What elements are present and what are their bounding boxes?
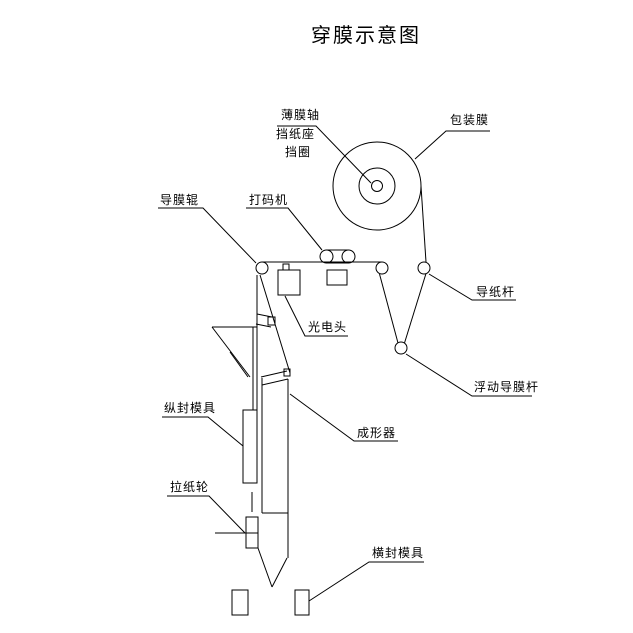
leader-film-guide-roller <box>158 207 257 264</box>
label-former: 成形器 <box>357 426 397 440</box>
label-photoelectric-head: 光电头 <box>308 320 348 334</box>
film-guide-roller-circle <box>255 261 269 275</box>
former-lower-band-clamp <box>283 368 291 377</box>
leader-paper-pull-wheel <box>167 495 246 534</box>
former-wing-inner-diagonal <box>229 351 249 378</box>
floating-film-guide-rod-circle <box>394 341 408 355</box>
photoelectric-head-body <box>277 269 301 296</box>
former-lower-band-top <box>260 370 288 378</box>
leader-former <box>289 393 398 442</box>
film-roll-outer-circle <box>332 141 422 231</box>
leader-photoelectric-head <box>284 295 348 337</box>
leader-lines <box>158 125 532 602</box>
label-paper-pull-wheel: 拉纸轮 <box>170 480 210 494</box>
bag-tip-left <box>257 547 273 588</box>
horizontal-seal-mold-right-block <box>294 589 310 616</box>
leader-film-shaft <box>277 125 372 184</box>
label-paper-guide-rod: 导纸杆 <box>476 285 516 299</box>
former-upper-band-clamp <box>267 316 276 326</box>
leader-paper-guide-rod <box>428 273 516 301</box>
label-film-guide-roller: 导膜辊 <box>160 193 200 207</box>
leader-floating-film-guide-rod <box>405 353 532 397</box>
leader-code-printer <box>246 207 323 251</box>
leader-longitudinal-seal-mold <box>162 416 244 447</box>
film-tube <box>251 378 289 588</box>
film-roll-core-circle <box>358 167 396 205</box>
leader-packaging-film <box>414 130 490 160</box>
former-lower-band-bottom <box>261 378 289 386</box>
rollers <box>255 261 431 355</box>
photoelectric-head-device <box>277 263 301 296</box>
film-web-down-from-roll <box>420 185 427 263</box>
label-stop-ring: 挡圈 <box>285 145 312 159</box>
former-upper-band-bottom <box>255 323 272 328</box>
former-wing-diagonal <box>211 326 251 378</box>
film-roll-shaft-circle <box>371 180 383 192</box>
film-web-from-floating-rod <box>379 273 399 344</box>
label-longitudinal-seal-mold: 纵封模具 <box>164 401 217 415</box>
photoelectric-head-top-knob <box>282 263 290 271</box>
right-idler-roller-circle <box>375 261 389 275</box>
seal-and-pull-parts <box>215 409 310 616</box>
horizontal-seal-mold-left-block <box>231 589 249 616</box>
label-film-shaft: 薄膜轴 <box>281 108 321 122</box>
label-code-printer: 打码机 <box>249 193 289 207</box>
label-packaging-film: 包装膜 <box>450 113 490 127</box>
code-printer-body <box>326 269 348 286</box>
former-device <box>211 274 291 410</box>
film-web-to-floating-rod <box>404 273 427 344</box>
bag-tip-right <box>271 557 288 588</box>
code-printer-device <box>319 249 356 286</box>
film-web-path <box>262 185 427 344</box>
leader-horizontal-seal-mold <box>308 561 424 602</box>
code-printer-wheel-left <box>319 249 334 264</box>
label-paper-stop-seat: 挡纸座 <box>276 127 316 141</box>
label-floating-film-guide-rod: 浮动导膜杆 <box>474 380 540 394</box>
film-roll <box>332 141 422 231</box>
label-horizontal-seal-mold: 横封模具 <box>372 546 425 560</box>
paper-guide-rod-circle <box>417 261 431 275</box>
longitudinal-seal-mold-block <box>242 409 258 484</box>
code-printer-wheel-right <box>341 249 356 264</box>
page-title: 穿膜示意图 <box>311 23 421 47</box>
